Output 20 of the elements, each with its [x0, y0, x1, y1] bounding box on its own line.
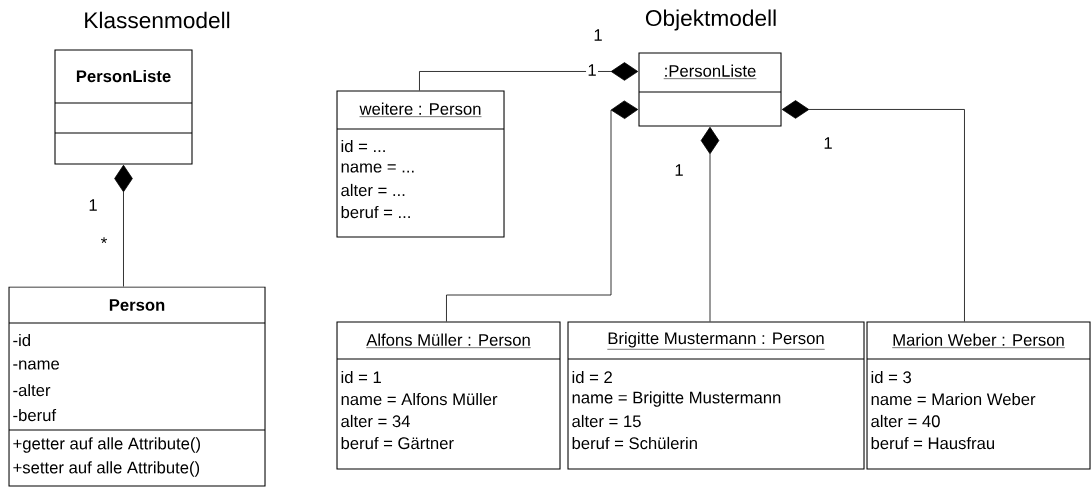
- object-box: :PersonListe: [638, 52, 782, 127]
- class-box: PersonListe: [54, 49, 193, 165]
- multiplicity-label: 1: [592, 27, 604, 43]
- multiplicity-label: *: [99, 235, 109, 251]
- composition-line: [114, 164, 133, 287]
- multiplicity-label: 1: [87, 197, 99, 213]
- multiplicity-label: 1: [673, 162, 685, 178]
- heading: Objektmodell: [643, 8, 779, 32]
- object-box: Brigitte Mustermann : Person id = 2 name = Brigitte Mustermann alter = 15 beruf = Schülerin: [567, 321, 865, 470]
- composition-line: [700, 126, 720, 322]
- object-box: weitere : Person id = ... name = ... alter = ... beruf = ...: [336, 90, 505, 238]
- multiplicity-label: 1: [586, 62, 598, 78]
- composition-line: [781, 100, 965, 322]
- composition-line: [419, 62, 639, 91]
- object-box: Marion Weber : Person id = 3 name = Marion Weber alter = 40 beruf = Hausfrau: [866, 321, 1091, 470]
- class-box: Person -id -name -alter -beruf +getter auf alle Attribute() +setter auf alle Attribute(): [8, 286, 266, 487]
- multiplicity-label: 1: [822, 135, 834, 151]
- heading: Klassenmodell: [81, 10, 233, 30]
- object-box: Alfons Müller : Person id = 1 name = Alfons Müller alter = 34 beruf = Gärtner: [336, 321, 561, 470]
- composition-line: [446, 100, 639, 322]
